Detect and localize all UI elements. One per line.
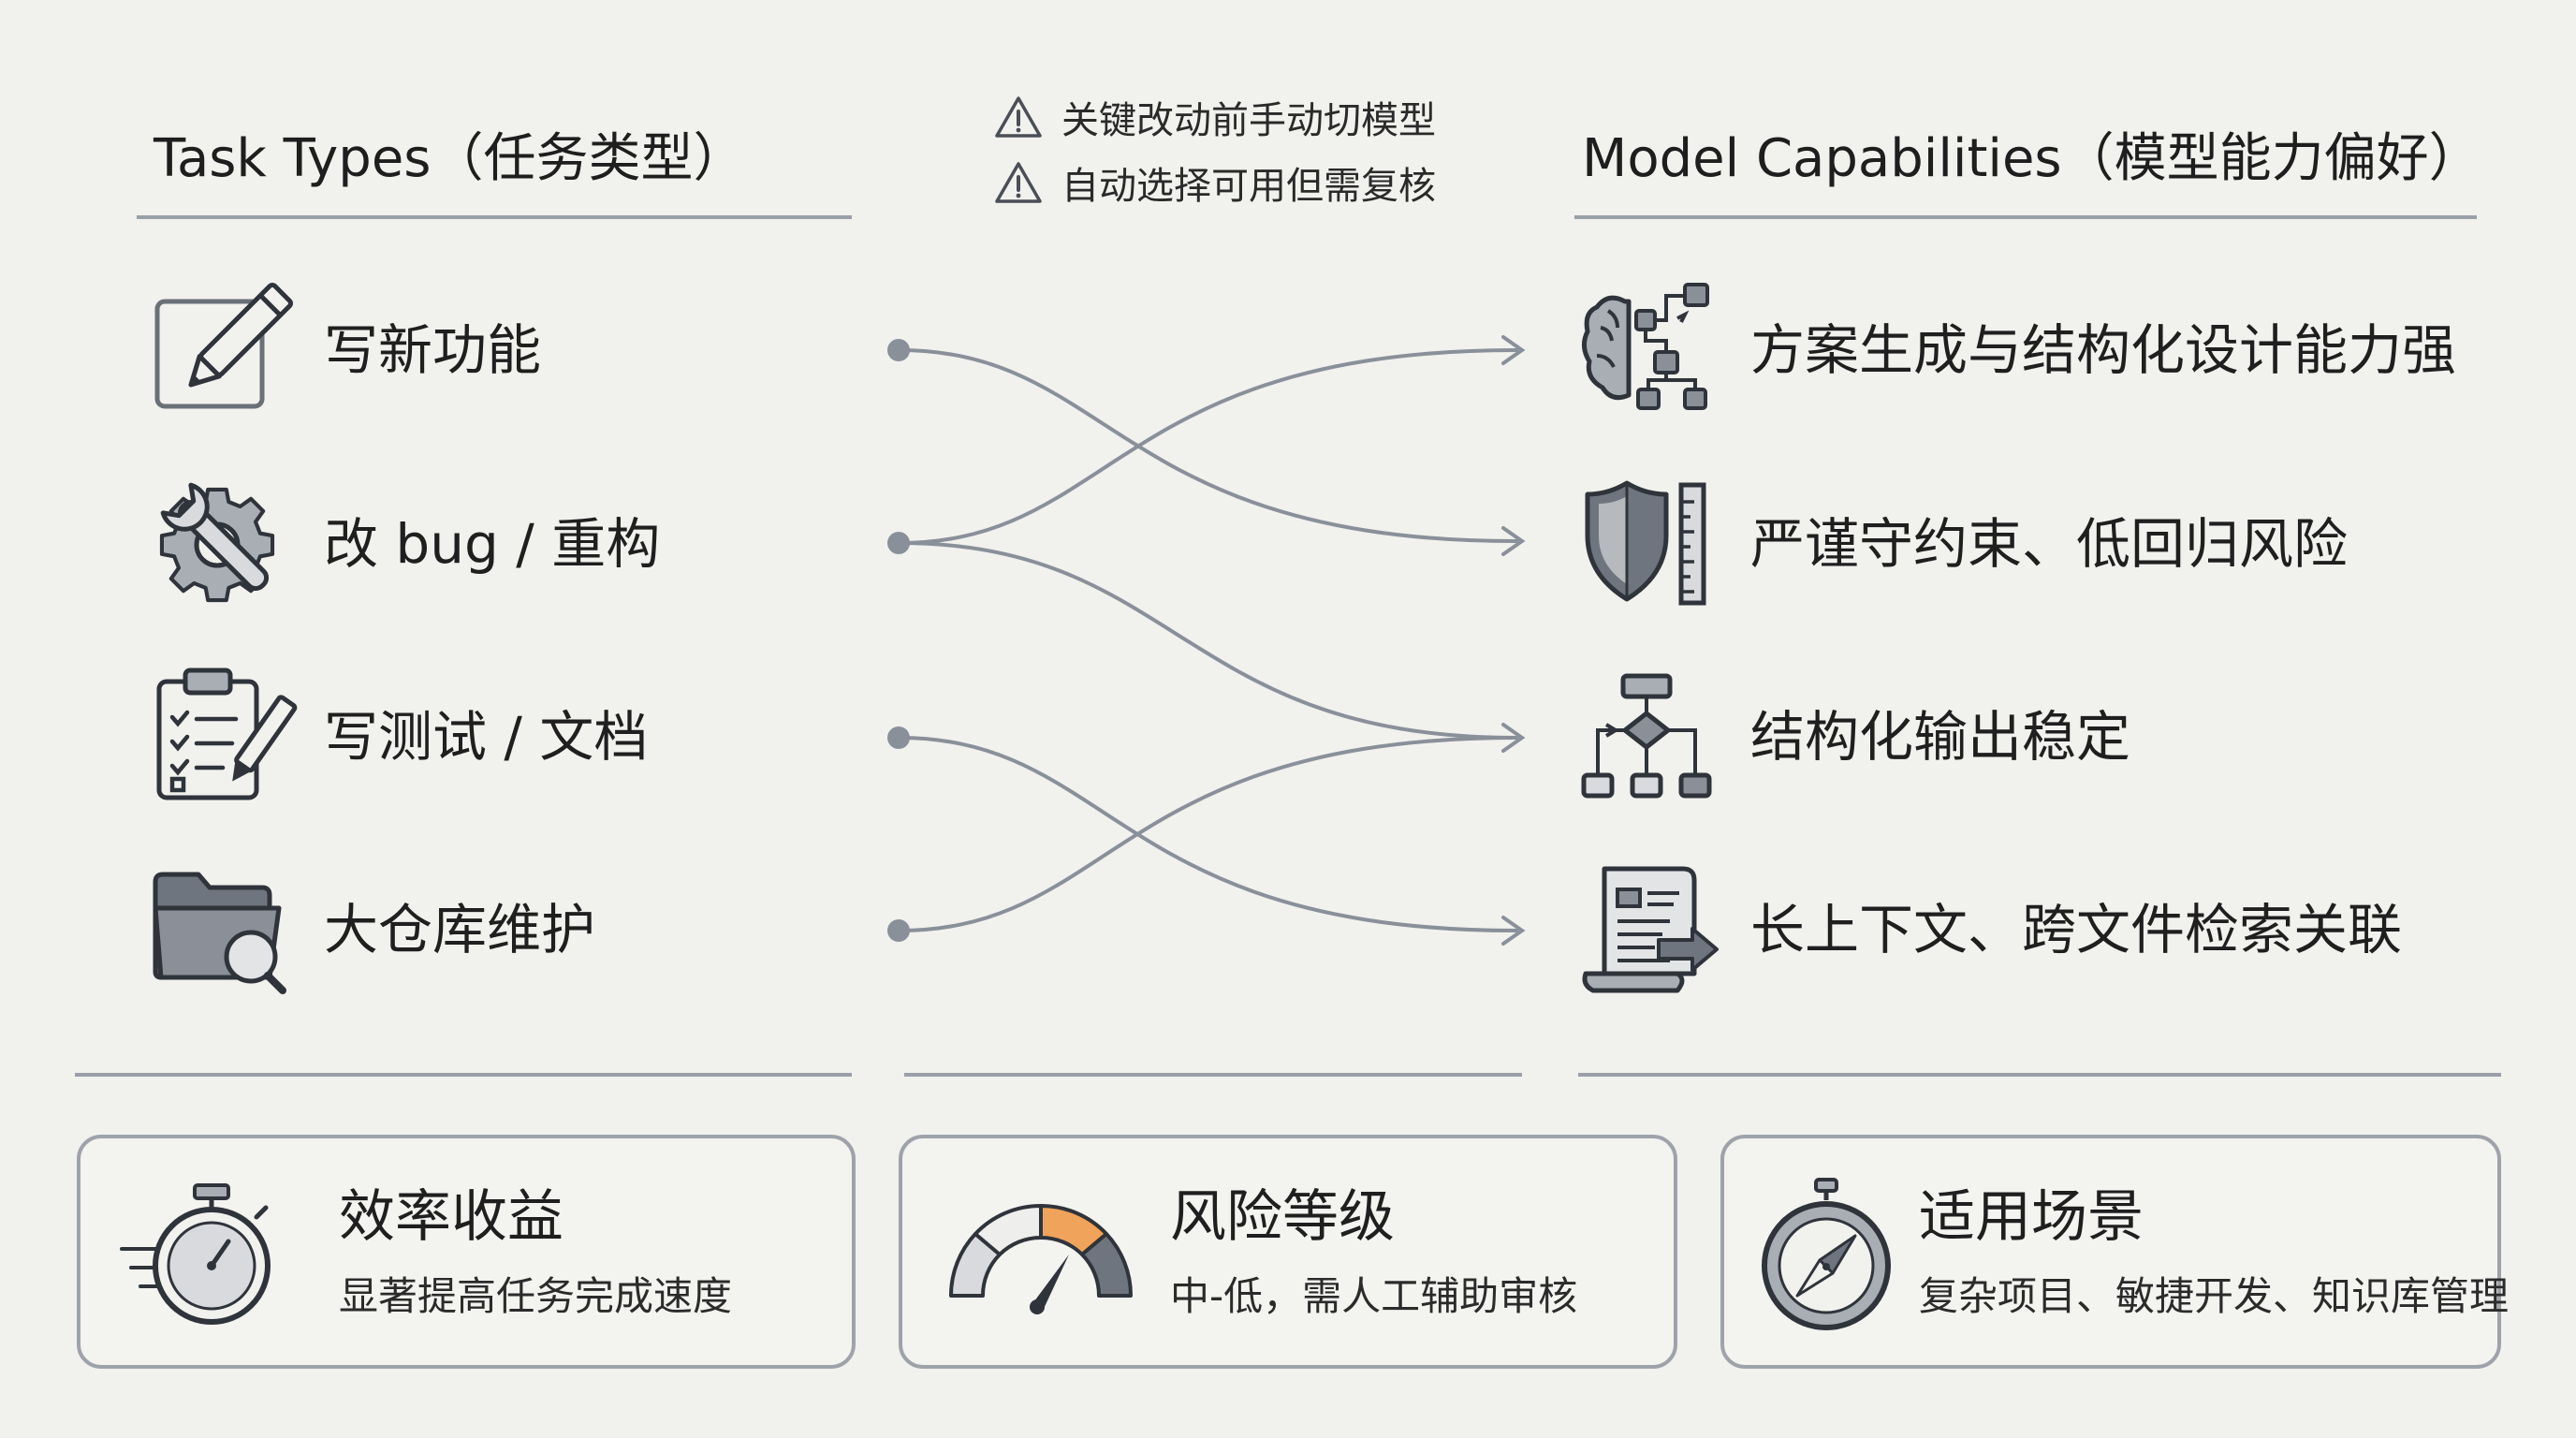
- card-scenarios: 适用场景 复杂项目、敏捷开发、知识库管理: [1720, 1135, 2509, 1369]
- compass-icon: [1762, 1178, 1891, 1330]
- warning-text-2: 自动选择可用但需复核: [1061, 165, 1436, 208]
- task-item-large-repo: 大仓库维护: [324, 898, 596, 961]
- connector-dot-large-repo: [887, 919, 910, 942]
- card-efficiency: 效率收益 显著提高任务完成速度: [77, 1135, 856, 1369]
- warning-icon: [995, 96, 1042, 138]
- card-risk-subtitle: 中-低，需人工辅助审核: [1170, 1273, 1578, 1319]
- capability-constraints: 严谨守约束、低回归风险: [1750, 512, 2349, 576]
- stopwatch-icon: [120, 1183, 271, 1325]
- left-title-divider: [137, 215, 852, 219]
- connector-dot-bugfix: [887, 532, 910, 554]
- warning-note-1: 关键改动前手动切模型: [994, 90, 1436, 144]
- connector-dot-new-feature: [887, 339, 910, 361]
- task-item-tests-docs: 写测试 / 文档: [324, 705, 649, 769]
- task-types-title: Task Types（任务类型）: [154, 128, 746, 189]
- connector-new-feature-to-constraints: [897, 348, 1518, 543]
- task-item-new-feature: 写新功能: [324, 318, 542, 382]
- warning-note-2: 自动选择可用但需复核: [994, 155, 1436, 210]
- warning-text-1: 关键改动前手动切模型: [1061, 99, 1436, 142]
- connector-dot-tests: [887, 726, 910, 749]
- brain-flowchart-icon: [1582, 283, 1709, 410]
- capability-design: 方案生成与结构化设计能力强: [1750, 318, 2457, 382]
- flowchart-icon: [1581, 673, 1712, 799]
- gear-wrench-icon: [159, 482, 275, 603]
- right-title-divider: [1574, 215, 2477, 219]
- connector-tests-to-long-context: [897, 736, 1518, 932]
- bottom-divider-right: [1578, 1073, 2501, 1077]
- card-scenarios-title: 适用场景: [1919, 1184, 2144, 1250]
- card-efficiency-subtitle: 显著提高任务完成速度: [339, 1273, 733, 1319]
- card-risk-title: 风险等级: [1170, 1184, 1395, 1250]
- pencil-edit-icon: [154, 282, 294, 409]
- gauge-icon: [948, 1203, 1134, 1314]
- bottom-divider-left: [75, 1073, 852, 1077]
- bottom-divider-middle: [904, 1073, 1522, 1077]
- warning-icon: [995, 162, 1042, 203]
- shield-ruler-icon: [1585, 480, 1706, 606]
- capability-long-context: 长上下文、跨文件检索关联: [1750, 898, 2403, 961]
- card-efficiency-title: 效率收益: [339, 1184, 564, 1250]
- task-item-bugfix-refactor: 改 bug / 重构: [324, 512, 661, 576]
- card-risk: 风险等级 中-低，需人工辅助审核: [899, 1135, 1677, 1369]
- clipboard-checklist-icon: [156, 668, 298, 800]
- card-scenarios-subtitle: 复杂项目、敏捷开发、知识库管理: [1919, 1273, 2510, 1319]
- document-scroll-arrow-icon: [1582, 866, 1719, 993]
- model-capabilities-title: Model Capabilities（模型能力偏好）: [1582, 128, 2481, 189]
- capability-structured-output: 结构化输出稳定: [1750, 705, 2131, 769]
- connector-large-repo-to-structured: [897, 736, 1518, 932]
- connector-bugfix-to-design: [897, 348, 1518, 545]
- folder-search-icon: [153, 872, 286, 994]
- connector-bugfix-to-structured: [897, 541, 1518, 740]
